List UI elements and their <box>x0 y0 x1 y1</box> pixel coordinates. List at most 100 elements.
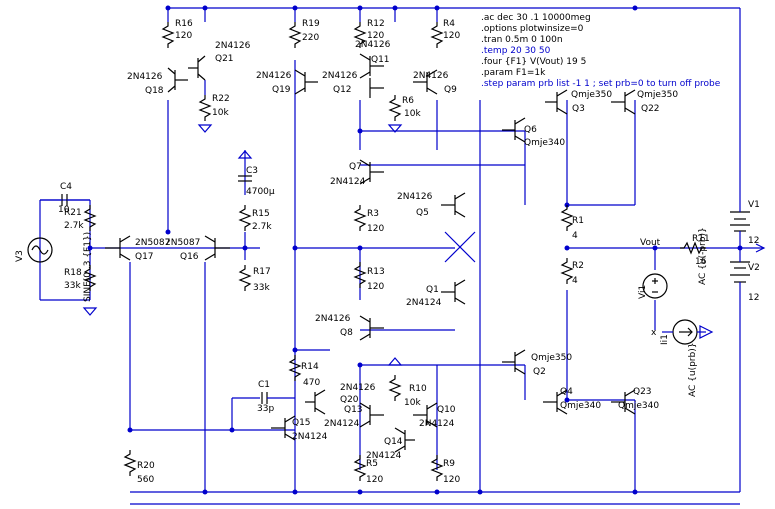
transistor-q5[interactable] <box>441 192 466 218</box>
q1-model: 2N4124 <box>406 298 442 308</box>
transistor-q17[interactable] <box>105 235 131 261</box>
transistor-q15[interactable] <box>271 415 296 441</box>
resistor-r3[interactable] <box>353 205 367 231</box>
junction <box>127 427 133 433</box>
resistor-r18[interactable] <box>83 265 97 291</box>
q7-name: Q7 <box>349 162 362 172</box>
junction <box>392 5 398 11</box>
c4-name: C4 <box>60 182 72 192</box>
q19-model: 2N4126 <box>256 71 292 81</box>
voltage-source-v2[interactable] <box>730 248 750 290</box>
transistor-q13[interactable] <box>359 402 384 428</box>
transistor-q23[interactable] <box>611 389 636 415</box>
directive-options[interactable]: .options plotwinsize=0 <box>481 24 584 34</box>
junction <box>632 489 638 495</box>
vac-value: AC {u(-prb)} <box>698 227 708 285</box>
q18-name: Q18 <box>145 86 164 96</box>
resistor-r15[interactable] <box>238 205 252 231</box>
spice-directives: .ac dec 30 .1 10000meg .options plotwins… <box>481 13 721 89</box>
junction <box>357 489 363 495</box>
junction <box>434 5 440 11</box>
resistor-r10[interactable] <box>388 375 402 401</box>
transistor-q18[interactable] <box>167 67 188 93</box>
resistor-r6[interactable] <box>388 95 402 121</box>
directive-temp[interactable]: .temp 20 30 50 <box>481 46 551 56</box>
transistor-q7[interactable] <box>359 159 384 185</box>
ground-symbol <box>387 124 403 133</box>
current-source-ii1[interactable] <box>662 319 706 345</box>
r3-value: 120 <box>367 224 384 234</box>
transistor-q20[interactable] <box>305 389 326 415</box>
transistor-q11[interactable] <box>359 53 384 79</box>
r15-name: R15 <box>252 209 270 219</box>
resistor-r13[interactable] <box>353 262 367 288</box>
resistor-r14[interactable] <box>288 355 302 381</box>
q6-name: Q6 <box>524 125 537 135</box>
r13-name: R13 <box>367 267 385 277</box>
directive-ac[interactable]: .ac dec 30 .1 10000meg <box>481 13 591 23</box>
junction <box>564 245 570 251</box>
voltage-source-v1[interactable] <box>730 205 750 248</box>
directive-param[interactable]: .param F1=1k <box>481 68 546 78</box>
net-label-vout[interactable]: Vout <box>640 238 661 248</box>
junction <box>292 245 298 251</box>
junction <box>165 5 171 11</box>
resistor-r1[interactable] <box>560 205 574 231</box>
resistor-r9[interactable] <box>430 455 444 481</box>
directive-tran[interactable]: .tran 0.5m 0 100n <box>481 35 563 45</box>
resistor-r5[interactable] <box>353 455 367 481</box>
junctions <box>87 5 743 495</box>
q1-name: Q1 <box>426 285 439 295</box>
q13-name: Q13 <box>344 405 363 415</box>
v3-name: V3 <box>15 250 25 262</box>
resistor-r17[interactable] <box>238 265 252 291</box>
net-label-x[interactable]: x <box>651 328 657 338</box>
r9-name: R9 <box>443 459 455 469</box>
transistor-q14[interactable] <box>394 427 415 453</box>
capacitor-c3[interactable] <box>238 175 252 182</box>
resistor-r16[interactable] <box>161 22 175 48</box>
transistor-q3[interactable] <box>545 89 568 115</box>
transistor-q21[interactable] <box>188 55 206 81</box>
voltage-source-vi1[interactable] <box>642 273 668 299</box>
ii1-name: Ii1 <box>660 334 670 345</box>
q21-name: Q21 <box>215 54 234 64</box>
capacitor-c4[interactable] <box>40 194 90 206</box>
c4-value: 10 <box>58 205 70 215</box>
resistor-r4[interactable] <box>430 22 444 48</box>
q11-name: Q11 <box>371 55 390 65</box>
directive-four[interactable]: .four {F1} V(Vout) 19 5 <box>481 57 586 67</box>
q22-model: Qmje350 <box>637 90 678 100</box>
capacitor-c1[interactable] <box>261 392 295 404</box>
voltage-source-v3[interactable] <box>27 237 53 263</box>
transistor-q10[interactable] <box>413 402 438 428</box>
transistor-q12[interactable] <box>369 78 384 98</box>
transistor-q22[interactable] <box>611 89 636 115</box>
transistor-q9[interactable] <box>413 69 438 95</box>
resistor-r21[interactable] <box>83 205 97 231</box>
resistor-r11[interactable] <box>680 241 706 255</box>
resistor-r2[interactable] <box>560 258 574 284</box>
junction <box>242 245 248 251</box>
directive-step[interactable]: .step param prb list -1 1 ; set prb=0 to… <box>481 79 721 89</box>
r10-value: 10k <box>404 398 421 408</box>
transistor-q1[interactable] <box>441 279 466 305</box>
transistor-q2[interactable] <box>502 349 526 375</box>
ground-symbol <box>197 124 213 133</box>
resistor-r22[interactable] <box>198 95 212 121</box>
r22-name: R22 <box>212 94 230 104</box>
resistor-r20[interactable] <box>123 450 137 476</box>
resistor-r19[interactable] <box>288 22 302 48</box>
transistor-q4[interactable] <box>543 389 568 415</box>
r21-name: R21 <box>64 208 82 218</box>
transistor-q19[interactable] <box>294 69 318 95</box>
r5-name: R5 <box>366 459 378 469</box>
transistor-q16[interactable] <box>204 235 230 261</box>
transistor-q8[interactable] <box>359 315 384 341</box>
q4-name: Q4 <box>560 387 573 397</box>
junction <box>87 245 93 251</box>
resistor-r12[interactable] <box>353 22 367 48</box>
transistor-q6[interactable] <box>502 117 526 143</box>
q10-model: 2N4124 <box>419 419 455 429</box>
